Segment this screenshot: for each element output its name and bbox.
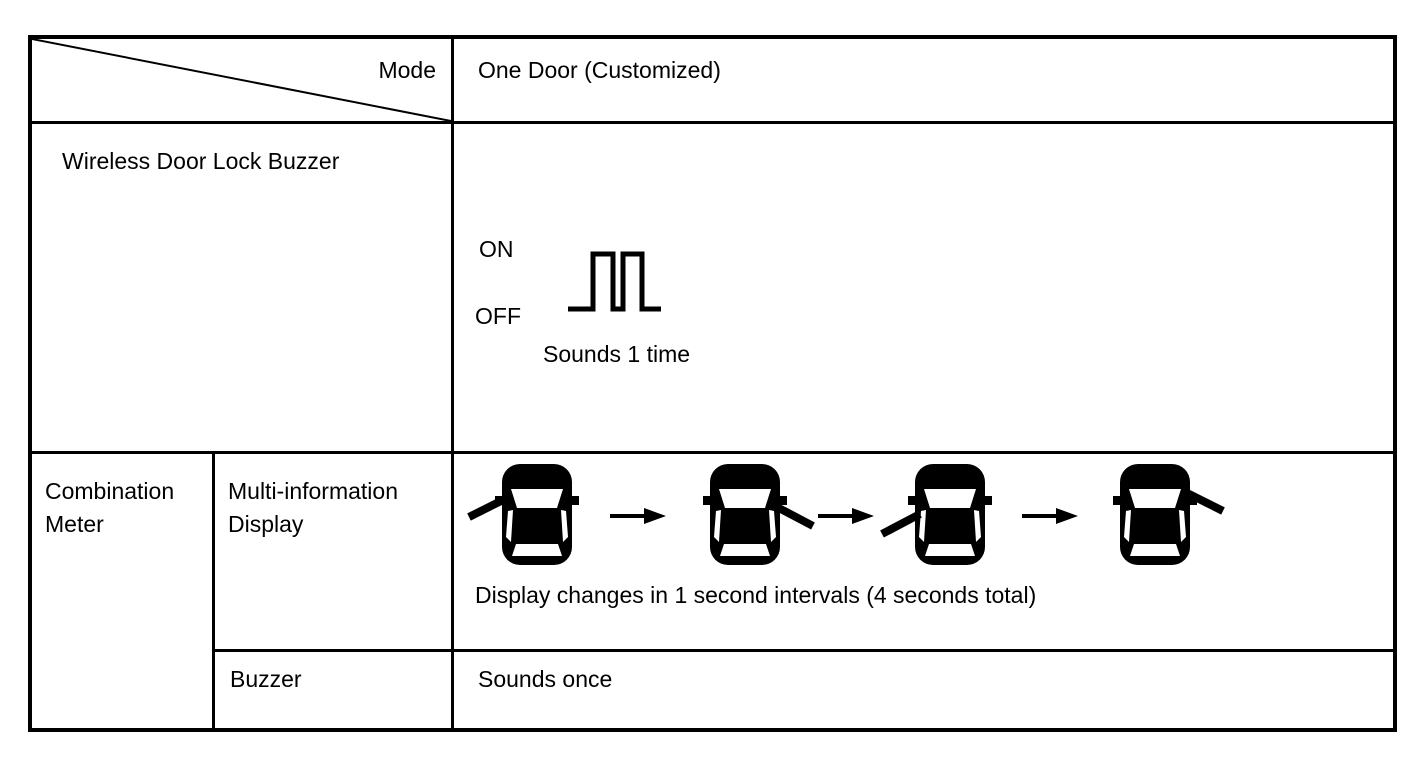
right-arrow-icon xyxy=(818,508,874,524)
mode-value-text: One Door (Customized) xyxy=(478,57,721,83)
waveform-on-label: ON xyxy=(479,236,514,262)
combination-meter-label: Combination Meter xyxy=(45,478,175,537)
car-front-right-door-open-icon xyxy=(703,464,815,565)
right-arrow-icon xyxy=(1022,508,1078,524)
car-rear-left-door-open-icon xyxy=(880,464,992,565)
right-arrow-icon xyxy=(610,508,666,524)
buzzer-value-text: Sounds once xyxy=(478,666,613,692)
car-front-left-door-open-icon xyxy=(467,464,579,565)
buzzer-label: Buzzer xyxy=(230,666,302,692)
multi-information-display-label: Multi-information Display xyxy=(228,478,398,537)
wireless-door-lock-buzzer-label: Wireless Door Lock Buzzer xyxy=(62,148,340,174)
buzzer-pulse-waveform-icon xyxy=(568,251,661,312)
wireless-door-lock-buzzer-cell: Wireless Door Lock Buzzer xyxy=(32,124,454,454)
mode-value-cell: One Door (Customized) xyxy=(454,39,1393,124)
waveform-caption: Sounds 1 time xyxy=(543,341,691,367)
diagonal-line xyxy=(32,39,451,121)
waveform-off-label: OFF xyxy=(475,303,521,329)
combination-meter-cell: Combination Meter xyxy=(32,454,215,728)
header-diagonal-cell: Mode xyxy=(32,39,454,124)
door-lock-mode-table: Mode One Door (Customized) Wireless Door… xyxy=(28,35,1397,732)
buzzer-label-cell: Buzzer xyxy=(215,652,454,728)
door-open-sequence-cell: Display changes in 1 second intervals (4… xyxy=(454,454,1393,652)
mode-header-label: Mode xyxy=(378,57,436,83)
display-sequence-caption: Display changes in 1 second intervals (4… xyxy=(475,582,1037,608)
multi-information-display-cell: Multi-information Display xyxy=(215,454,454,652)
buzzer-waveform-cell: ON OFF Sounds 1 time xyxy=(454,124,1393,454)
car-rear-right-door-open-icon xyxy=(1113,464,1225,565)
buzzer-value-cell: Sounds once xyxy=(454,652,1393,728)
